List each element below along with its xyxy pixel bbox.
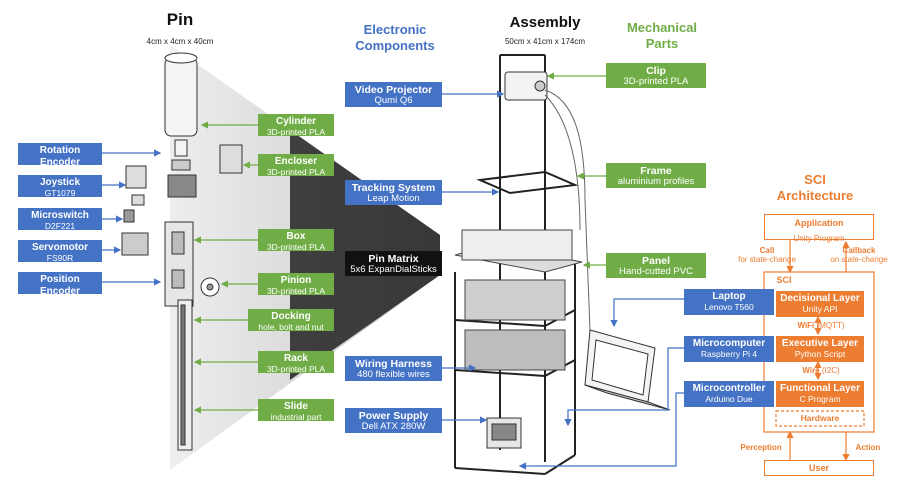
pin-drawing <box>121 52 243 451</box>
sci-user-box: User <box>764 460 874 476</box>
pin-dimensions: 4cm x 4cm x 40cm <box>146 37 214 46</box>
sci-hardware-frame <box>775 410 865 427</box>
pin-cylinder-shape <box>164 57 198 137</box>
sci-wire-label: Wire (I2C) <box>802 366 840 375</box>
pin-heading: Pin <box>166 10 194 29</box>
projector-shape <box>504 71 548 101</box>
sci-action-label: Action <box>855 443 881 452</box>
cable-lines <box>544 89 591 331</box>
sci-wifi-label: WiFi (MQTT) <box>797 321 845 330</box>
laptop-shape <box>584 329 671 411</box>
sci-hardware-label: Hardware <box>800 413 840 423</box>
assembly-dimensions: 50cm x 41cm x 174cm <box>504 37 586 46</box>
sci-label: SCI <box>776 275 792 285</box>
sci-perception-label: Perception <box>740 443 782 452</box>
mechanical-heading: Mechanical Parts <box>626 20 698 51</box>
pin-matrix-shape <box>454 229 583 371</box>
power-supply-shape <box>486 417 522 449</box>
electronic-heading: Electronic Components <box>355 22 435 53</box>
sci-heading: SCI Architecture <box>776 172 854 203</box>
assembly-heading: Assembly <box>509 14 581 31</box>
